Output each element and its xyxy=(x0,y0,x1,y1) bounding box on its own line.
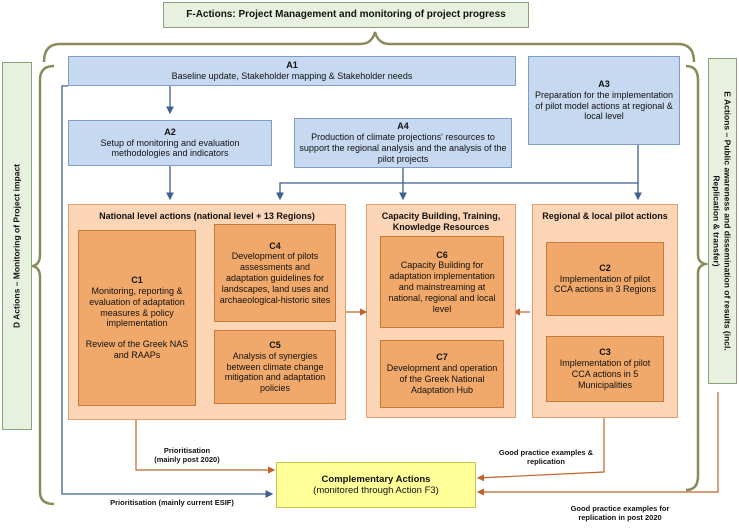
c6-text: Capacity Building for adaptation impleme… xyxy=(388,260,496,314)
prioritisation-sub-text: (mainly post 2020) xyxy=(154,455,220,464)
c7-box: C7 Development and operation of the Gree… xyxy=(380,340,504,408)
a1-box: A1 Baseline update, Stakeholder mapping … xyxy=(68,56,516,86)
prioritisation-current-label: Prioritisation (mainly current ESIF) xyxy=(110,498,234,507)
prioritisation-label: Prioritisation (mainly post 2020) xyxy=(144,446,230,464)
c3-text: Implementation of pilot CCA actions in 5… xyxy=(559,358,651,390)
c4-box: C4 Development of pilots assessments and… xyxy=(214,224,336,322)
c4-code: C4 xyxy=(269,240,281,251)
e-actions-bracket xyxy=(685,64,710,492)
a1-text: Baseline update, Stakeholder mapping & S… xyxy=(171,71,413,81)
c3-box: C3 Implementation of pilot CCA actions i… xyxy=(546,336,664,402)
e-actions-line2: Replication & transfer) xyxy=(712,175,722,267)
a2-code: A2 xyxy=(164,126,176,137)
c2-code: C2 xyxy=(599,262,611,273)
c6-box: C6 Capacity Building for adaptation impl… xyxy=(380,236,504,328)
capacity-title: Capacity Building, Training, Knowledge R… xyxy=(381,211,501,232)
a3-box: A3 Preparation for the implementation of… xyxy=(528,56,680,145)
c1-text: Monitoring, reporting & evaluation of ad… xyxy=(89,286,185,329)
c2-text: Implementation of pilot CCA actions in 3… xyxy=(553,273,657,295)
a3-code: A3 xyxy=(598,78,610,89)
f-actions-label: F-Actions: Project Management and monito… xyxy=(186,9,506,20)
c5-box: C5 Analysis of synergies between climate… xyxy=(214,330,336,404)
c1-box: C1 Monitoring, reporting & evaluation of… xyxy=(78,230,196,406)
regional-title: Regional & local pilot actions xyxy=(542,211,668,221)
c7-code: C7 xyxy=(436,352,448,363)
a4-code: A4 xyxy=(397,121,409,132)
d-actions-box xyxy=(2,62,32,430)
f-actions-bracket xyxy=(42,31,696,63)
a4-box: A4 Production of climate projections' re… xyxy=(294,118,512,168)
good-practice-post-sub-text: replication in post 2020 xyxy=(578,513,662,522)
e-actions-label: E Actions – Public awareness and dissemi… xyxy=(711,91,733,351)
good-practice-text: Good practice examples & xyxy=(498,448,594,457)
a2-box: A2 Setup of monitoring and evaluation me… xyxy=(68,120,272,166)
d-actions-bracket xyxy=(28,64,55,506)
prioritisation-text: Prioritisation xyxy=(163,446,211,455)
good-practice-label: Good practice examples & replication xyxy=(484,448,608,466)
a3-text: Preparation for the implementation of pi… xyxy=(534,89,674,122)
c1-text2: Review of the Greek NAS and RAAPs xyxy=(85,339,189,360)
complementary-line1: Complementary Actions xyxy=(321,473,431,485)
a1-code: A1 xyxy=(286,60,298,71)
good-practice-sub-text: replication xyxy=(527,457,565,466)
f-actions-box: F-Actions: Project Management and monito… xyxy=(163,2,529,28)
c7-text: Development and operation of the Greek N… xyxy=(386,363,498,395)
complementary-box: Complementary Actions (monitored through… xyxy=(276,462,476,508)
good-practice-post-text: Good practice examples for xyxy=(570,504,670,513)
national-title: National level actions (national level +… xyxy=(99,211,315,221)
c3-code: C3 xyxy=(599,347,611,358)
e-actions-line1: E Actions – Public awareness and dissemi… xyxy=(722,91,733,351)
c5-code: C5 xyxy=(269,340,281,350)
c2-box: C2 Implementation of pilot CCA actions i… xyxy=(546,242,664,316)
c6-code: C6 xyxy=(436,249,448,260)
good-practice-post-label: Good practice examples for replication i… xyxy=(540,504,700,522)
complementary-line2: (monitored through Action F3) xyxy=(313,485,439,496)
c4-text: Development of pilots assessments and ad… xyxy=(219,251,331,305)
e-actions-box xyxy=(708,58,737,384)
a4-text: Production of climate projections' resou… xyxy=(299,132,507,164)
d-actions-label: D Actions – Monitoring of Project impact xyxy=(11,163,22,329)
a2-text: Setup of monitoring and evaluation metho… xyxy=(100,137,240,159)
c5-text: Analysis of synergies between climate ch… xyxy=(224,350,326,394)
c1-code: C1 xyxy=(131,275,143,286)
